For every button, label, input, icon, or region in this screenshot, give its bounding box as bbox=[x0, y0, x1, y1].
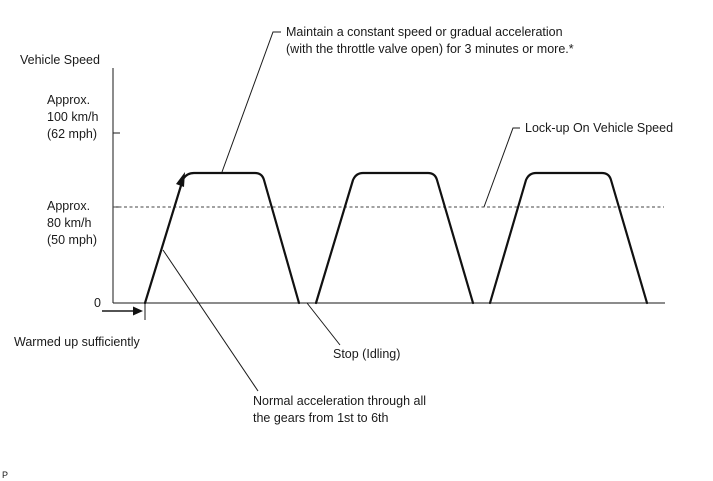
speed-cycle-3 bbox=[488, 171, 649, 305]
label-100kmh-line2: 100 km/h bbox=[47, 110, 98, 124]
corner-mark: P bbox=[2, 470, 8, 480]
start-arrowhead bbox=[133, 306, 143, 316]
maintain-speed-leader bbox=[221, 31, 281, 173]
lockup-leader bbox=[483, 127, 520, 208]
label-80kmh-line1: Approx. bbox=[47, 199, 90, 213]
acceleration-arrowhead bbox=[176, 172, 185, 187]
speed-cycle-1 bbox=[143, 171, 301, 305]
maintain-speed-line1: Maintain a constant speed or gradual acc… bbox=[286, 25, 563, 39]
normal-accel-line2: the gears from 1st to 6th bbox=[253, 411, 389, 425]
warmed-up-label: Warmed up sufficiently bbox=[14, 335, 140, 349]
maintain-speed-line2: (with the throttle valve open) for 3 min… bbox=[286, 42, 574, 56]
label-80kmh-line3: (50 mph) bbox=[47, 233, 97, 247]
normal-accel-line1: Normal acceleration through all bbox=[253, 394, 426, 408]
y-axis-title: Vehicle Speed bbox=[20, 53, 100, 67]
label-80kmh-line2: 80 km/h bbox=[47, 216, 92, 230]
lockup-label: Lock-up On Vehicle Speed bbox=[525, 121, 673, 135]
label-100kmh-line3: (62 mph) bbox=[47, 127, 97, 141]
speed-cycle-2 bbox=[314, 171, 475, 305]
label-100kmh-line1: Approx. bbox=[47, 93, 90, 107]
stop-leader bbox=[306, 302, 341, 346]
label-zero: 0 bbox=[94, 296, 101, 310]
normal-accel-leader bbox=[162, 249, 259, 392]
stop-idling-label: Stop (Idling) bbox=[333, 347, 400, 361]
